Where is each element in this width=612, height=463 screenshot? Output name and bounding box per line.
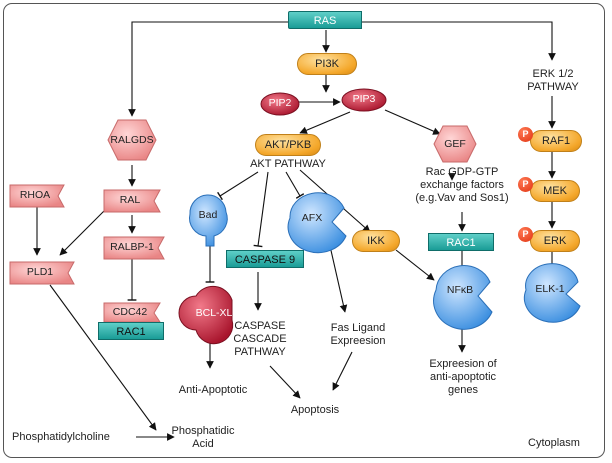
cytoplasm-label: Cytoplasm — [528, 437, 580, 449]
rac1-left-node: RAC1 — [98, 322, 164, 340]
elk1-shape — [523, 263, 581, 323]
edge-pld1-pa — [49, 284, 157, 431]
phosphatidic-acid-label: Phosphatidic Acid — [171, 425, 235, 450]
edge-cascade-apoptosis — [269, 365, 301, 399]
raf1-node: RAF1 — [530, 130, 582, 152]
pip3-node: PIP3 — [352, 93, 376, 105]
edge-ral-pld1 — [59, 209, 106, 256]
pip2-node: PIP2 — [268, 97, 292, 109]
cdc42-shape — [103, 302, 161, 323]
anti-apoptotic-label: Anti-Apoptotic — [178, 384, 248, 396]
erk-node: ERK — [530, 230, 580, 252]
pip2-shape — [260, 92, 300, 116]
ras-node: RAS — [288, 11, 362, 29]
rac1-right-node: RAC1 — [428, 233, 494, 251]
connectors — [33, 21, 556, 441]
phospho-badge-raf1: P — [518, 127, 533, 142]
edge-pip3-akt — [299, 111, 351, 134]
caspase9-node: CASPASE 9 — [226, 250, 304, 268]
rac-gef-label: Rac GDP-GTP exchange factors (e.g.Vav an… — [415, 166, 509, 204]
rhoa-shape — [9, 184, 65, 208]
bad-shape — [189, 194, 228, 247]
pld1-shape — [9, 261, 75, 285]
ralgds-shape — [107, 119, 157, 161]
edge-akt-caspase9 — [253, 171, 269, 248]
pld1-node: PLD1 — [26, 266, 54, 278]
ral-shape — [103, 189, 161, 213]
caspase-cascade-label: CASPASE CASCADE PATHWAY — [233, 320, 287, 358]
ikk-node: IKK — [352, 230, 400, 252]
nfkb-shape — [433, 265, 493, 330]
ralbp1-shape — [103, 236, 165, 260]
phospho-badge-mek: P — [518, 177, 533, 192]
edge-ras-ralgds — [128, 21, 290, 117]
edge-akt-bad — [217, 171, 259, 201]
ral-node: RAL — [119, 194, 141, 206]
gef-shape — [433, 125, 477, 163]
phosphatidylcholine-label: Phosphatidylcholine — [12, 431, 110, 443]
afx-shape — [287, 192, 347, 254]
edge-ras-erk — [360, 21, 556, 61]
phospho-badge-erk: P — [518, 227, 533, 242]
fas-ligand-label: Fas Ligand Expreesion — [330, 322, 386, 347]
edge-afx-fas — [329, 245, 348, 313]
ralbp1-node: RALBP-1 — [110, 241, 154, 253]
mek-node: MEK — [530, 180, 580, 202]
ralgds-node: RALGDS — [110, 134, 154, 146]
bclxl-shape — [178, 285, 234, 345]
elk1-node: ELK-1 — [535, 283, 565, 295]
erk12-pathway-label: ERK 1/2 PATHWAY — [527, 68, 579, 93]
akt-pkb-node: AKT/PKB — [255, 134, 321, 156]
akt-pathway-label: AKT PATHWAY — [250, 158, 326, 170]
gef-node: GEF — [444, 138, 466, 150]
cdc42-node: CDC42 — [112, 306, 148, 318]
edge-akt-afx — [285, 171, 305, 199]
pip3-shape — [341, 88, 387, 112]
bclxl-node: BCL-XL — [195, 307, 233, 319]
pi3k-node: PI3K — [297, 53, 357, 75]
edge-fas-apoptosis — [332, 351, 353, 391]
afx-node: AFX — [301, 212, 323, 224]
expression-genes-label: Expreesion of anti-apoptotic genes — [429, 358, 497, 396]
apoptosis-label: Apoptosis — [290, 404, 340, 416]
nfkb-node: NFκB — [446, 284, 474, 296]
rhoa-node: RHOA — [19, 189, 51, 201]
edge-ikk-nfkb — [395, 249, 435, 281]
bad-node: Bad — [198, 209, 218, 221]
edge-pip3-gef — [384, 109, 441, 135]
